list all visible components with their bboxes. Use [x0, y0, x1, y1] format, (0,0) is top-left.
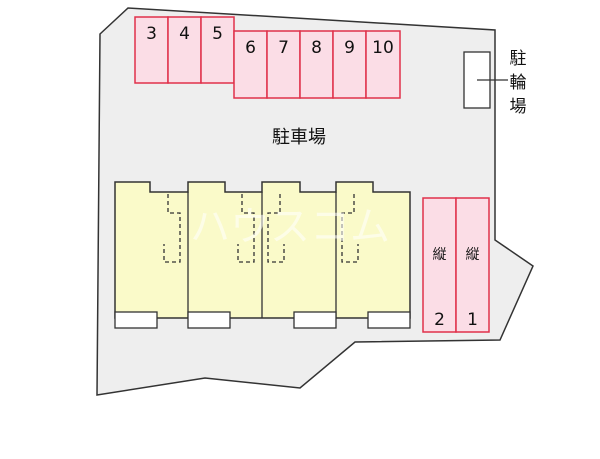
slot-5-box	[200, 16, 235, 84]
slot-6-label: 6	[245, 38, 256, 58]
entrance-step-4	[367, 311, 411, 329]
slot-6-box	[233, 30, 268, 99]
slot-8-box	[299, 30, 334, 99]
slot-v1-box	[455, 197, 490, 333]
slot-v1-number: 1	[467, 310, 478, 330]
vertical-slots-group: 縦 縦 2 1	[422, 197, 490, 333]
slot-10-label: 10	[372, 38, 394, 58]
dashed-line-unit-1	[163, 194, 181, 263]
slot-10-box	[365, 30, 401, 99]
entrance-step-3	[293, 311, 337, 329]
slot-9-box	[332, 30, 367, 99]
bike-parking: 駐 輪 場	[463, 49, 527, 117]
building	[114, 181, 411, 329]
slot-8-label: 8	[311, 38, 322, 58]
slot-v2-box	[422, 197, 457, 333]
dashed-line-unit-3	[267, 194, 285, 263]
dashed-line-unit-2	[237, 194, 255, 263]
bike-parking-char-3: 場	[510, 97, 527, 117]
bike-parking-char-2: 輪	[510, 73, 527, 93]
slot-7-label: 7	[278, 38, 289, 58]
dashed-line-unit-4	[341, 194, 359, 263]
slot-4-label: 4	[179, 24, 190, 44]
bike-parking-char-1: 駐	[510, 49, 527, 69]
slot-3-label: 3	[146, 24, 157, 44]
slot-9-label: 9	[344, 38, 355, 58]
watermark: ハウスコム	[190, 204, 390, 250]
parking-area-label: 駐車場	[272, 127, 326, 148]
slot-5-label: 5	[212, 24, 223, 44]
slot-4-box	[167, 16, 202, 84]
slot-v1-top-label: 縦	[466, 247, 480, 263]
slot-v2-number: 2	[434, 310, 445, 330]
entrance-step-2	[187, 311, 231, 329]
top-slots-group: 3 4 5 6 7 8 9 10	[134, 16, 401, 99]
slot-7-box	[266, 30, 301, 99]
slot-v2-top-label: 縦	[433, 247, 447, 263]
entrance-step-1	[114, 311, 158, 329]
